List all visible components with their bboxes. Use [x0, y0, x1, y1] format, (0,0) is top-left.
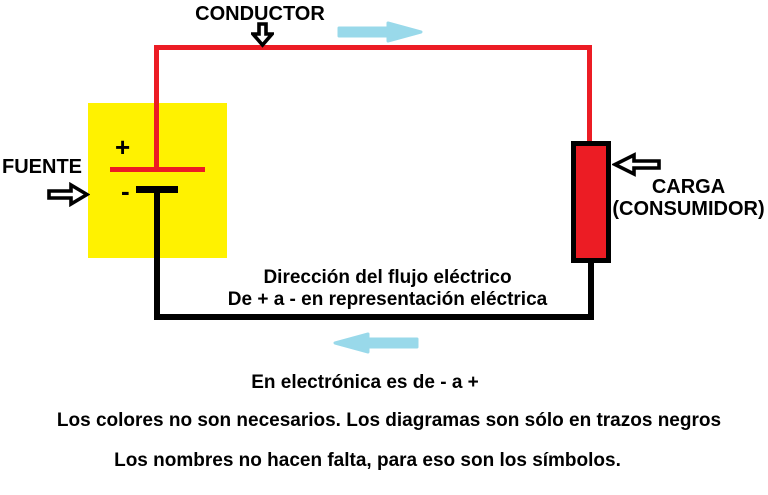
- carga-label: CARGA (CONSUMIDOR): [607, 176, 768, 220]
- flow-left-arrow-icon: [333, 332, 419, 354]
- battery-plus-sign: +: [115, 132, 131, 162]
- fuente-pointer-right-arrow-icon: [47, 182, 90, 207]
- battery-positive-plate: [110, 167, 205, 172]
- carga-label-line1: CARGA: [651, 176, 726, 198]
- wire-left-black: [154, 190, 160, 318]
- flow-direction-text: Dirección del flujo eléctrico De + a - e…: [205, 267, 570, 311]
- note-line-1: En electrónica es de - a +: [251, 372, 479, 393]
- wire-bottom-black: [154, 314, 594, 320]
- flow-right-arrow-icon: [337, 21, 423, 43]
- conductor-label: CONDUCTOR: [195, 3, 325, 25]
- wire-right-black: [588, 258, 594, 320]
- note-line-2: Los colores no son necesarios. Los diagr…: [56, 410, 722, 431]
- flow-direction-line2: De + a - en representación eléctrica: [227, 289, 548, 310]
- battery-minus-sign: -: [121, 176, 130, 206]
- carga-label-line2: (CONSUMIDOR): [612, 198, 765, 220]
- battery-negative-plate: [136, 186, 178, 193]
- fuente-label: FUENTE: [2, 156, 82, 178]
- wire-top-red: [155, 45, 592, 50]
- note-line-3: Los nombres no hacen falta, para eso son…: [114, 450, 621, 471]
- wire-right-red: [587, 45, 592, 145]
- conductor-pointer-down-arrow-icon: [251, 22, 274, 48]
- load-resistor: [571, 141, 611, 263]
- carga-pointer-left-arrow-icon: [612, 152, 661, 177]
- wire-left-red: [154, 45, 159, 170]
- flow-direction-line1: Dirección del flujo eléctrico: [263, 267, 512, 288]
